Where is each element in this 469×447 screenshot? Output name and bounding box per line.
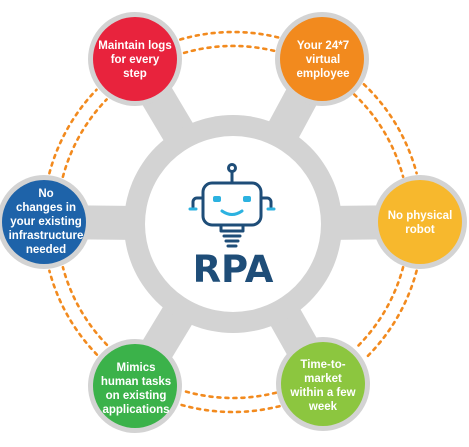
dotted-orbit-outer-arc	[179, 30, 280, 41]
dotted-orbit-outer-arc	[48, 88, 98, 175]
node-label-maintain-logs: Maintain logs for every step	[98, 40, 172, 80]
dotted-orbit-inner-arc	[183, 389, 278, 400]
node-label-no-physical-robot: No physical robot	[387, 210, 453, 236]
node-label-no-infra-changes: No changes in your existing infrastructu…	[8, 188, 84, 256]
center-title: RPA	[193, 248, 274, 291]
dotted-orbit-inner-arc	[61, 265, 109, 347]
benefit-nodes	[0, 12, 467, 433]
node-circle-time-to-market	[281, 342, 365, 426]
dotted-orbit-inner-arc	[353, 265, 405, 350]
node-circle-mimics-human-tasks	[93, 344, 177, 428]
dotted-orbit-inner-arc	[352, 93, 405, 179]
node-label-mimics-human-tasks: Mimics human tasks on existing applicati…	[100, 362, 172, 416]
dotted-orbit-inner-arc	[61, 98, 108, 179]
node-label-time-to-market: Time-to- market within a few week	[290, 359, 356, 413]
dotted-orbit-outer-arc	[362, 83, 418, 175]
node-circle-maintain-logs	[93, 17, 177, 101]
dotted-orbit-outer-arc	[48, 269, 99, 356]
robot-icon	[188, 163, 276, 248]
node-circle-no-physical-robot	[378, 180, 462, 264]
dotted-orbit-inner-arc	[182, 44, 277, 55]
node-circle-no-infra-changes	[2, 180, 86, 264]
node-circle-virtual-employee	[280, 17, 364, 101]
dotted-orbit	[48, 30, 418, 414]
node-label-virtual-employee: Your 24*7 virtual employee	[296, 40, 350, 80]
dotted-orbit-outer-arc	[179, 403, 281, 414]
dotted-orbit-outer-arc	[363, 269, 418, 361]
